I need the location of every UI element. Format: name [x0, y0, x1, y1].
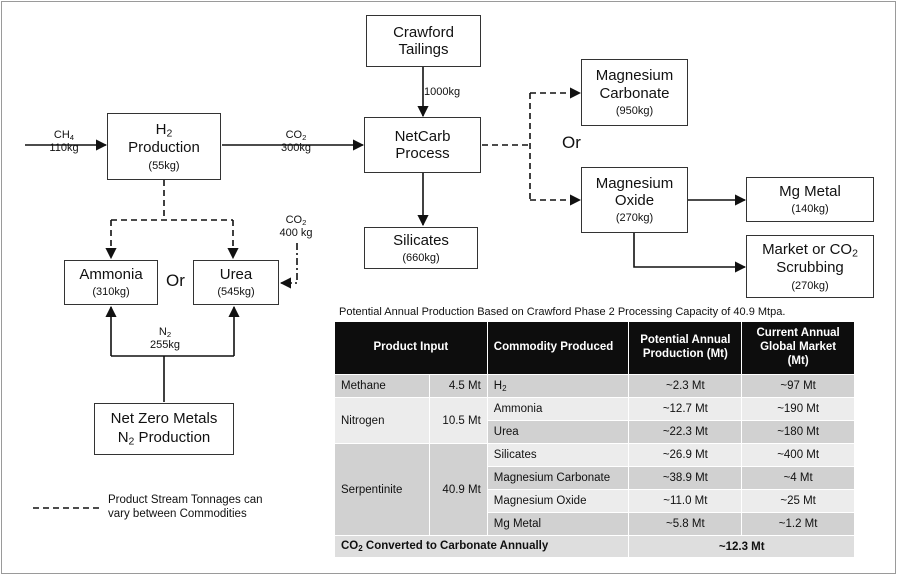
- or-label-products: Or: [562, 133, 581, 152]
- table-row: Nitrogen 10.5 Mt Ammonia ~12.7 Mt ~190 M…: [334, 397, 855, 444]
- market-cell: ~97 Mt: [741, 374, 855, 398]
- production-cell: ~5.8 Mt: [628, 512, 743, 536]
- production-cell: ~2.3 Mt: [628, 374, 743, 398]
- input-amount: 10.5 Mt: [428, 397, 488, 444]
- input-amount: 4.5 Mt: [428, 374, 488, 398]
- commodity-cell: Mg Metal: [486, 512, 630, 536]
- ch4-flow-mass: 110kg: [49, 142, 79, 155]
- net-zero-metals-title: Net Zero Metals: [110, 410, 218, 428]
- table-row: Methane 4.5 Mt H2 ~2.3 Mt ~97 Mt: [334, 374, 855, 398]
- legend-text: Product Stream Tonnages can vary between…: [108, 494, 263, 520]
- urea-box: Urea (545kg): [193, 260, 279, 305]
- h2-production-box: H2 Production (55kg): [107, 113, 221, 180]
- production-cell: ~38.9 Mt: [628, 466, 743, 490]
- production-table: Product Input Commodity Produced Potenti…: [333, 321, 855, 558]
- commodity-cell: H2: [486, 374, 630, 398]
- input-name: Serpentinite: [334, 443, 430, 536]
- market-co2-mass: (270kg): [791, 279, 829, 292]
- input-amount: 40.9 Mt: [428, 443, 488, 536]
- magnesium-carbonate-title: Magnesium Carbonate: [595, 67, 674, 102]
- net-zero-metals-box: Net Zero Metals N2 Production: [94, 403, 234, 455]
- table-header-row: Product Input Commodity Produced Potenti…: [334, 321, 855, 375]
- header-potential-production: Potential Annual Production (Mt): [628, 321, 743, 375]
- ch4-flow-label: CH4 110kg: [44, 129, 84, 155]
- table-row: Mg Metal ~5.8 Mt ~1.2 Mt: [335, 512, 855, 536]
- market-cell: ~400 Mt: [741, 443, 855, 467]
- magnesium-carbonate-mass: (950kg): [615, 104, 654, 117]
- n2-production-title: N2 Production: [117, 429, 211, 448]
- netcarb-process-box: NetCarb Process: [364, 117, 481, 173]
- n2-flow-label: N2 255kg: [145, 326, 185, 352]
- commodity-cell: Silicates: [486, 443, 630, 467]
- table-row: Serpentinite 40.9 Mt Silicates ~26.9 Mt …: [334, 443, 855, 536]
- magnesium-carbonate-box: Magnesium Carbonate (950kg): [581, 59, 688, 126]
- header-global-market: Current Annual Global Market (Mt): [741, 321, 855, 375]
- commodity-cell: Ammonia: [486, 397, 630, 421]
- magnesium-oxide-mass: (270kg): [615, 212, 654, 225]
- crawford-tailings-title: Crawford Tailings: [393, 23, 454, 58]
- market-cell: ~4 Mt: [741, 466, 855, 490]
- production-cell: ~11.0 Mt: [628, 489, 743, 513]
- crawford-tailings-box: Crawford Tailings: [366, 15, 481, 67]
- production-cell: ~22.3 Mt: [628, 420, 743, 444]
- urea-mass: (545kg): [217, 286, 255, 299]
- magnesium-oxide-title: Magnesium Oxide: [595, 174, 674, 210]
- co2-flow-label: CO2 300kg: [276, 129, 316, 155]
- commodity-cell: Magnesium Oxide: [486, 489, 630, 513]
- footer-label: CO2 Converted to Carbonate Annually: [333, 535, 630, 558]
- h2-production-mass: (55kg): [148, 159, 180, 172]
- market-cell: ~25 Mt: [741, 489, 855, 513]
- arrow-co2-to-urea: [279, 243, 298, 289]
- production-cell: ~12.7 Mt: [628, 397, 743, 421]
- market-cell: ~190 Mt: [741, 397, 855, 421]
- market-co2-title: Market or CO2 Scrubbing: [762, 240, 858, 277]
- table-row: Urea ~22.3 Mt ~180 Mt: [335, 420, 855, 444]
- tailings-flow-label: 1000kg: [424, 86, 461, 98]
- table-title: Potential Annual Production Based on Cra…: [339, 306, 786, 318]
- ammonia-title: Ammonia: [79, 266, 143, 284]
- or-label-fertilisers: Or: [166, 271, 185, 290]
- co2-flow-mass: 300kg: [281, 142, 311, 155]
- commodity-cell: Magnesium Carbonate: [486, 466, 630, 490]
- market-cell: ~1.2 Mt: [741, 512, 855, 536]
- magnesium-oxide-box: Magnesium Oxide (270kg): [581, 167, 688, 233]
- silicates-box: Silicates (660kg): [364, 227, 478, 269]
- mg-metal-mass: (140kg): [791, 203, 829, 216]
- n2-flow-mass: 255kg: [150, 339, 180, 352]
- netcarb-process-title: NetCarb Process: [394, 127, 451, 162]
- silicates-title: Silicates: [393, 231, 449, 249]
- market-co2-box: Market or CO2 Scrubbing (270kg): [746, 235, 874, 298]
- arrow-mgoxide-to-market: [633, 233, 747, 273]
- input-name: Methane: [334, 374, 430, 398]
- table-footer-row: CO2 Converted to Carbonate Annually ~12.…: [333, 535, 855, 558]
- input-name: Nitrogen: [334, 397, 430, 444]
- table-row: Magnesium Carbonate ~38.9 Mt ~4 Mt: [335, 466, 855, 490]
- mg-metal-box: Mg Metal (140kg): [746, 177, 874, 222]
- urea-title: Urea: [219, 266, 253, 284]
- header-product-input: Product Input: [334, 321, 488, 375]
- mg-metal-title: Mg Metal: [779, 183, 841, 201]
- ammonia-mass: (310kg): [92, 286, 130, 299]
- silicates-mass: (660kg): [402, 251, 440, 264]
- h2-production-title: H2 Production: [128, 120, 200, 157]
- header-commodity: Commodity Produced: [486, 321, 630, 375]
- production-cell: ~26.9 Mt: [628, 443, 743, 467]
- co2-urea-flow-mass: 400 kg: [279, 227, 313, 240]
- commodity-cell: Urea: [486, 420, 630, 444]
- footer-value: ~12.3 Mt: [628, 535, 855, 558]
- co2-urea-flow-label: CO2 400 kg: [276, 214, 316, 240]
- market-cell: ~180 Mt: [741, 420, 855, 444]
- ammonia-box: Ammonia (310kg): [64, 260, 158, 305]
- table-row: Magnesium Oxide ~11.0 Mt ~25 Mt: [335, 489, 855, 513]
